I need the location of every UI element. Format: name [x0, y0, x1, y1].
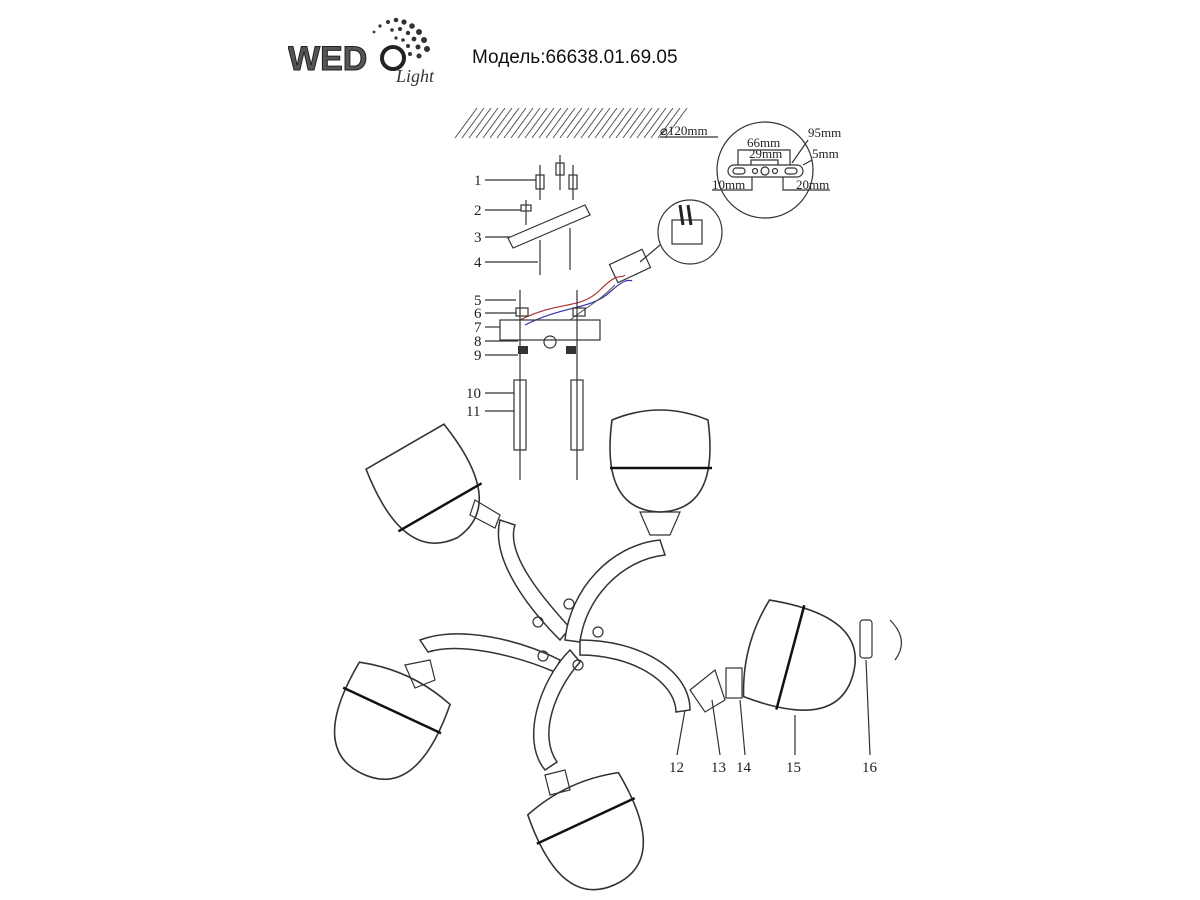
dimension-10mm: 10mm	[712, 177, 745, 192]
chandelier-arms	[418, 519, 691, 771]
part-label-7: 7	[474, 320, 482, 336]
part-label-5: 5	[474, 293, 482, 309]
part-label-4: 4	[474, 255, 482, 271]
dimension-20mm: 20mm	[796, 177, 829, 192]
hatch-line	[566, 107, 590, 139]
hatch-line	[468, 107, 492, 139]
hatch-line	[538, 107, 562, 139]
part-label-6: 6	[474, 306, 482, 322]
hatch-line	[489, 107, 513, 139]
part-label-1: 1	[474, 173, 482, 189]
label-leaders	[485, 179, 871, 756]
hatch-line	[524, 107, 548, 139]
hatch-line	[643, 107, 667, 139]
dimension-29mm: 29mm	[749, 146, 782, 161]
part-label-15: 15	[786, 760, 801, 776]
hatch-line	[510, 107, 534, 139]
part-label-14: 14	[736, 760, 752, 776]
part-label-2: 2	[474, 203, 482, 219]
svg-text:WED: WED	[288, 40, 367, 78]
hatch-line	[657, 107, 681, 139]
part-label-8: 8	[474, 334, 482, 350]
hatch-line	[545, 107, 569, 139]
part-label-10: 10	[466, 386, 481, 402]
mounting-hardware	[499, 155, 601, 480]
hatch-line	[622, 107, 646, 139]
part-label-12: 12	[669, 760, 684, 776]
hatch-line	[482, 107, 506, 139]
part-label-16: 16	[862, 760, 878, 776]
hatch-line	[629, 107, 653, 139]
svg-text:Light: Light	[395, 66, 435, 86]
hatch-line	[559, 107, 583, 139]
hatch-line	[664, 107, 688, 139]
hatch-line	[475, 107, 499, 139]
hatch-line	[573, 107, 597, 139]
hatch-line	[531, 107, 555, 139]
part-label-11: 11	[466, 404, 480, 420]
glass-shades	[333, 409, 902, 891]
hatch-line	[594, 107, 618, 139]
ceiling-hatch	[454, 107, 688, 139]
part-label-13: 13	[711, 760, 726, 776]
hatch-line	[580, 107, 604, 139]
dimension-diameter: ⌀120mm	[660, 123, 708, 138]
hatch-line	[608, 107, 632, 139]
hatch-line	[517, 107, 541, 139]
hatch-line	[587, 107, 611, 139]
dimension-95mm: 95mm	[808, 125, 841, 140]
hatch-line	[552, 107, 576, 139]
part-label-3: 3	[474, 230, 482, 246]
hatch-line	[615, 107, 639, 139]
dimension-5mm: 5mm	[812, 146, 839, 161]
model-number: Модель:66638.01.69.05	[472, 47, 678, 68]
part-label-9: 9	[474, 348, 482, 364]
part-labels: 1 2 3 4 5 6 7 8 9 10 11 12 13 14 15 16	[466, 173, 878, 776]
hatch-line	[650, 107, 674, 139]
hatch-line	[636, 107, 660, 139]
hatch-line	[503, 107, 527, 139]
hatch-line	[496, 107, 520, 139]
dimension-66mm: 66mm	[747, 135, 780, 150]
mounting-plate-detail: ⌀120mm 66mm 29mm 95mm 5mm 10mm 20mm	[660, 121, 841, 219]
terminal-block-detail	[608, 199, 723, 284]
hatch-line	[461, 107, 485, 139]
wedo-light-logo: WED Light	[288, 8, 448, 88]
hatch-line	[454, 107, 478, 139]
hatch-line	[601, 107, 625, 139]
